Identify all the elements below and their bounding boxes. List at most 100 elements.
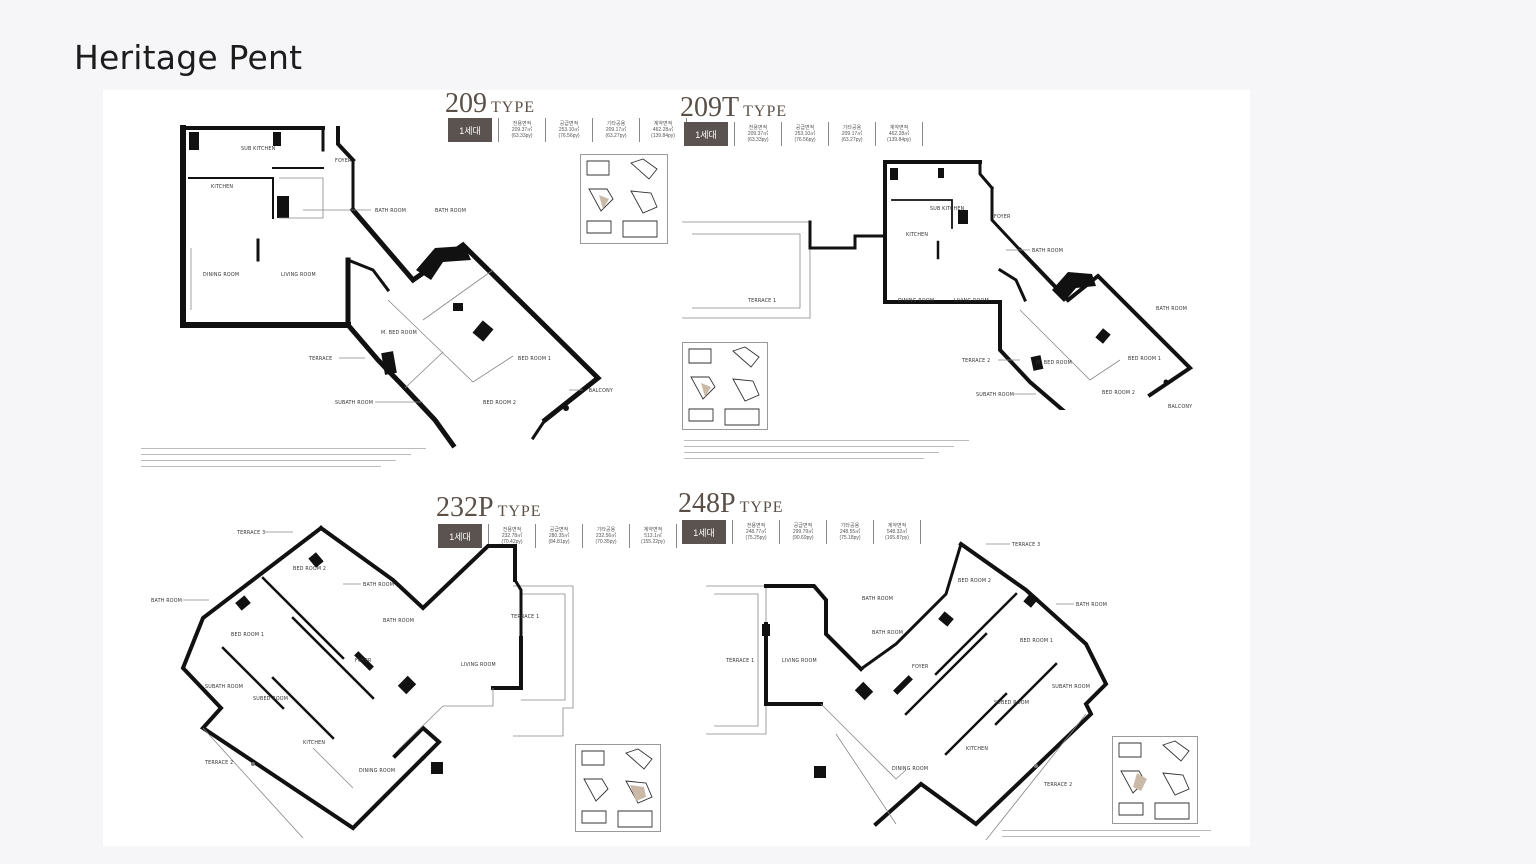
type-number: 209 [445,90,487,119]
key-plan-248p [1112,736,1198,824]
type-number: 232P [436,492,494,523]
room-label: TERRACE 1 [725,658,754,664]
page-title: Heritage Pent [74,38,303,77]
room-label: BED ROOM 2 [958,578,991,584]
room-label: LIVING ROOM [281,272,316,278]
room-label: BATH ROOM [363,582,394,588]
room-label: SUB KITCHEN [930,206,965,212]
room-label: BED ROOM 1 [231,632,264,638]
room-label: BATH ROOM [1076,602,1107,608]
room-label: LIVING ROOM [954,298,989,304]
room-label: BATH ROOM [872,630,903,636]
unit-count-badge: 1세대 [448,118,492,142]
room-label: SUBATH ROOM [976,392,1014,398]
room-label: DINING ROOM [359,768,395,774]
room-label: TERRACE 3 [236,530,265,536]
room-label: DINING ROOM [892,766,928,772]
type-suffix: TYPE [491,99,535,116]
room-label: BALCONY [589,388,613,394]
room-label: BED ROOM 1 [518,356,551,362]
room-label: TERRACE 3 [1011,542,1040,548]
type-suffix: TYPE [739,499,784,516]
room-label: BED ROOM 1 [1020,638,1053,644]
room-label: DINING ROOM [898,298,934,304]
room-label: LIVING ROOM [782,658,817,664]
room-label: BED ROOM 2 [483,400,516,406]
room-label: BED ROOM 2 [293,566,326,572]
room-label: SUBED ROOM [253,696,288,702]
room-label: BED ROOM 1 [1128,356,1161,362]
type-suffix: TYPE [743,103,788,120]
room-label: BALCONY [1168,404,1192,410]
room-label: TERRACE 2 [1043,782,1072,788]
unit-count-badge: 1세대 [438,524,482,548]
type-suffix: TYPE [497,503,542,520]
legal-notes [141,448,441,472]
room-label: BATH ROOM [1032,248,1063,254]
room-label: TERRACE [308,356,332,362]
legal-notes [684,440,984,464]
room-label: BATH ROOM [435,208,466,214]
floorplan-209-drawing: SUB KITCHEN FOYER KITCHEN BATH ROOM BATH… [180,125,613,449]
floorplan-248p-drawing: TERRACE 3 BED ROOM 2 BATH ROOM BATH ROOM… [706,541,1109,840]
room-label: BATH ROOM [151,598,182,604]
room-label: TERRACE 1 [747,298,776,304]
room-label: BATH ROOM [383,618,414,624]
room-label: SUBATH ROOM [1052,684,1090,690]
room-label: TERRACE 2 [961,358,990,364]
room-label: BATH ROOM [375,208,406,214]
room-label: BATH ROOM [1156,306,1187,312]
room-label: SUBATH ROOM [205,684,243,690]
unit-count-badge: 1세대 [682,520,726,544]
key-plan-209 [580,154,668,244]
room-label: KITCHEN [211,184,233,190]
room-label: BED ROOM 2 [1102,390,1135,396]
unit-count-badge: 1세대 [684,122,728,146]
key-plan-232p [575,744,661,832]
floorplan-209t-drawing: SUB KITCHEN FOYER KITCHEN BATH ROOM TERR… [682,160,1194,410]
key-plan-209t [682,342,768,430]
room-label: KITCHEN [966,746,988,752]
room-label: M. BED ROOM [1036,360,1072,366]
legal-notes [1002,830,1222,842]
room-label: TERRACE 2 [204,760,233,766]
room-label: BATH ROOM [862,596,893,602]
room-label: FOYER [994,214,1011,220]
room-label: KITCHEN [906,232,928,238]
type-number: 209T [680,92,740,123]
floorplan-232p-drawing: TERRACE 3 BED ROOM 2 BATH ROOM BATH ROOM… [151,525,574,838]
room-label: FOYER [335,158,352,164]
room-label: SUB KITCHEN [241,146,276,152]
type-number: 248P [678,488,736,519]
room-label: FOYER [355,658,372,664]
room-label: KITCHEN [303,740,325,746]
room-label: SUBATH ROOM [335,400,373,406]
room-label: FOYER [912,664,929,670]
